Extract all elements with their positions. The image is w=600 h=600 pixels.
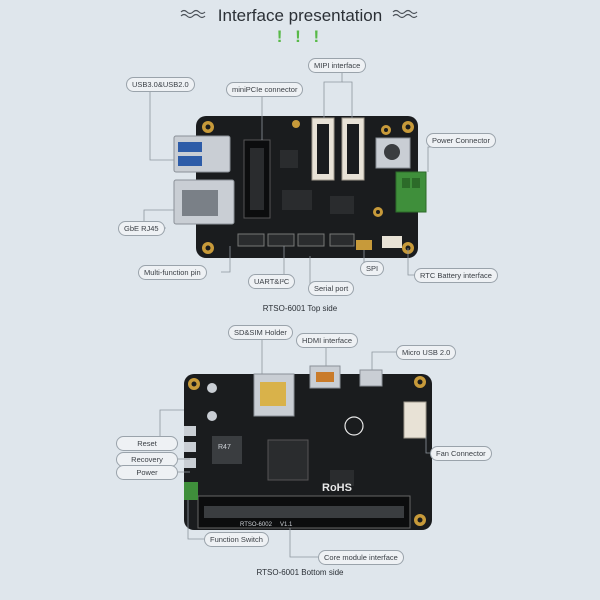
callout-power: Power xyxy=(116,465,178,480)
callout-uart: UART&I²C xyxy=(248,274,296,289)
callout-hdmi: HDMI interface xyxy=(296,333,359,348)
callout-fan: Fan Connector xyxy=(430,446,492,461)
usb-port xyxy=(173,135,231,173)
rohs-mark: RoHS xyxy=(322,482,352,494)
model-silkscreen: RTSO-6002 xyxy=(240,522,272,528)
micro-usb-port xyxy=(359,369,383,387)
callout-core-module: Core module interface xyxy=(318,550,404,565)
reset-button xyxy=(184,426,196,436)
callout-power-connector: Power Connector xyxy=(426,133,496,148)
soc-chip xyxy=(267,439,309,481)
pin-header xyxy=(237,233,265,247)
wave-left-icon xyxy=(180,9,206,19)
callout-minipcie: miniPCIe connector xyxy=(226,82,304,97)
callout-reset: Reset xyxy=(116,436,178,451)
callout-sdsim: SD&SIM Holder xyxy=(228,325,293,340)
callout-serial: Serial port xyxy=(308,281,355,296)
accent-marks: ! ! ! xyxy=(276,27,324,46)
wave-right-icon xyxy=(392,9,418,19)
version-silkscreen: V1.1 xyxy=(280,522,293,528)
callout-microusb: Micro USB 2.0 xyxy=(396,345,457,360)
pin-header xyxy=(329,233,355,247)
page-title: Interface presentation xyxy=(217,6,383,25)
recovery-button xyxy=(184,442,196,452)
pin-header xyxy=(267,233,295,247)
top-board-caption: RTSO-6001 Top side xyxy=(262,304,338,313)
power-button xyxy=(184,458,196,468)
power-connector xyxy=(395,171,427,213)
fan-connector xyxy=(403,401,427,439)
callout-usb: USB3.0&USB2.0 xyxy=(126,77,195,92)
bottom-board-caption: RTSO-6001 Bottom side xyxy=(256,568,344,577)
callout-function-switch: Function Switch xyxy=(204,532,269,547)
pin-header xyxy=(297,233,325,247)
callout-rtc: RTC Battery interface xyxy=(414,268,498,283)
callout-gbe: GbE RJ45 xyxy=(118,221,165,236)
chip-silkscreen: R47 xyxy=(218,444,231,451)
callout-mipi: MIPI interface xyxy=(308,58,367,73)
callout-spi: SPI xyxy=(360,261,385,276)
callout-multifunction: Multi-function pin xyxy=(138,265,207,280)
